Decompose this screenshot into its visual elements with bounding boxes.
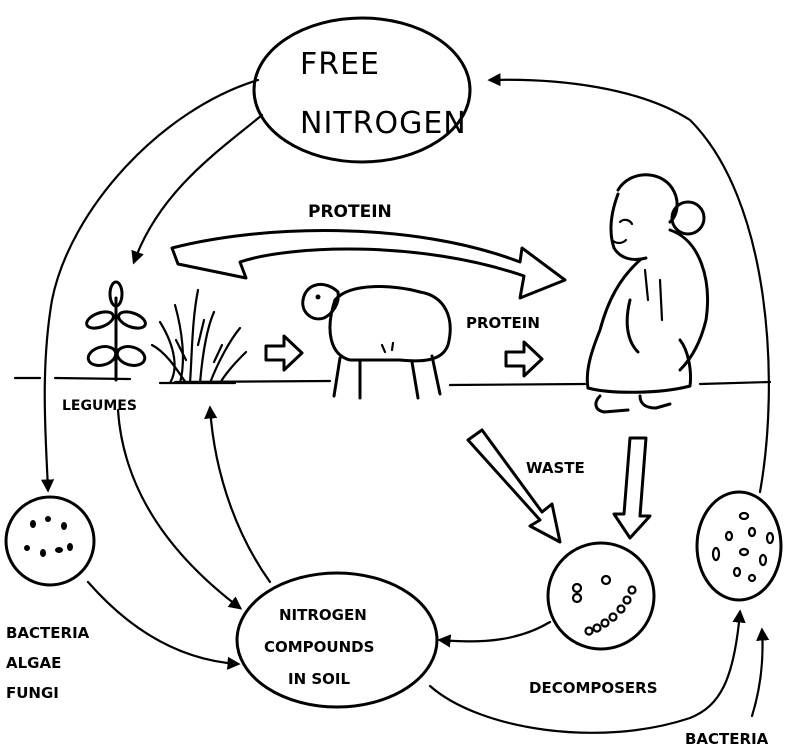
protein-mid-label: PROTEIN <box>466 314 540 332</box>
protein-top-label: PROTEIN <box>308 202 392 222</box>
sheep-to-woman-arrow <box>504 340 544 378</box>
bacteria-to-free-nitrogen-arrow <box>487 73 770 494</box>
waste-arrow-sheep <box>466 428 562 544</box>
microbe-dots-icon <box>24 516 73 557</box>
free-nitrogen-to-bacteria-arrow <box>40 78 260 493</box>
bacteria-right-circle <box>695 490 783 602</box>
ground-line <box>13 376 772 387</box>
decomposers-label: DECOMPOSERS <box>529 679 658 697</box>
microbe-chain-icon <box>571 574 637 636</box>
decomposers-to-compounds-arrow <box>437 620 552 648</box>
legume-plant-icon <box>85 280 147 382</box>
bacteria-left-label-line3: FUNGI <box>6 684 59 702</box>
sheep-icon <box>301 283 452 400</box>
legumes-to-compounds-arrow <box>116 408 243 610</box>
free-nitrogen-label-line1: FREE <box>300 47 380 82</box>
free-nitrogen-label-line2: NITROGEN <box>300 106 467 141</box>
decomposers-circle <box>546 541 656 651</box>
bacteria-left-label-line2: ALGAE <box>6 654 61 672</box>
nitrogen-compounds-label-line2: COMPOUNDS <box>264 638 374 656</box>
nitrogen-compounds-node: NITROGEN COMPOUNDS IN SOIL <box>235 571 439 709</box>
compounds-to-grass-arrow <box>204 405 272 584</box>
free-nitrogen-to-legumes-arrow <box>131 113 264 265</box>
free-nitrogen-node: FREE NITROGEN <box>252 16 472 164</box>
protein-arc-arrow <box>170 229 567 300</box>
grass-plant-icon <box>150 288 248 385</box>
compounds-to-bacteria-arrow <box>428 609 746 734</box>
legumes-label: LEGUMES <box>62 398 137 414</box>
woman-with-baby-icon <box>585 173 709 414</box>
plant-to-sheep-arrow <box>264 334 304 372</box>
nitrogen-compounds-label-line1: NITROGEN <box>279 606 367 624</box>
bacteria-right-label: BACTERIA <box>685 730 769 748</box>
waste-label: WASTE <box>526 459 585 477</box>
waste-arrow-woman <box>612 436 652 540</box>
bacteria-left-label-line1: BACTERIA <box>6 624 90 642</box>
microbe-dots-right-icon <box>711 511 775 583</box>
nitrogen-compounds-label-line3: IN SOIL <box>288 670 350 688</box>
bacteria-algae-fungi-circle <box>4 495 96 587</box>
bacteria-label-arrow <box>750 627 770 718</box>
bacteria-to-compounds-arrow <box>86 580 241 670</box>
